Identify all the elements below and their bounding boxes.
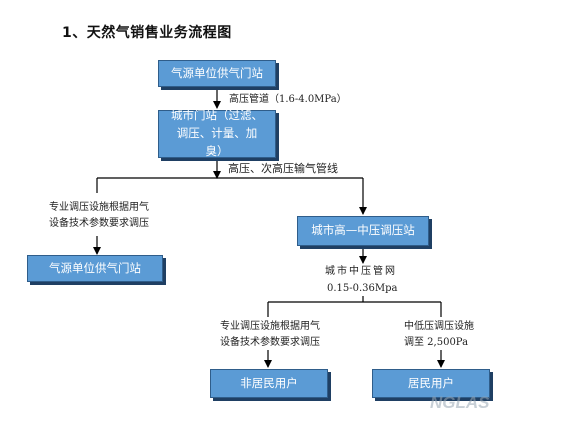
source-station-label: 气源单位供气门站 bbox=[171, 65, 263, 80]
right-note-line1: 中低压调压设施 bbox=[404, 321, 474, 332]
city-high-mid-label: 城市高—中压调压站 bbox=[311, 223, 415, 238]
mid-note-line1: 专业调压设施根据用气 bbox=[220, 321, 320, 332]
source-station-box: 气源单位供气门站 bbox=[158, 60, 276, 87]
left-note-line2: 设备技术参数要求调压 bbox=[49, 218, 149, 229]
non-residential-box: 非居民用户 bbox=[210, 369, 328, 398]
left-note-line1: 专业调压设施根据用气 bbox=[49, 202, 149, 213]
left-note: 专业调压设施根据用气 设备技术参数要求调压 bbox=[49, 200, 149, 232]
left-source-station-box: 气源单位供气门站 bbox=[27, 255, 163, 282]
page-title: 1、天然气销售业务流程图 bbox=[62, 25, 232, 41]
city-gate-label: 城市门站（过滤、调压、计量、加臭） bbox=[171, 108, 263, 158]
city-high-mid-box: 城市高—中压调压站 bbox=[297, 216, 429, 246]
mid-note: 专业调压设施根据用气 设备技术参数要求调压 bbox=[220, 319, 320, 351]
city-mid-network-label: 城市中压管网 bbox=[325, 266, 397, 277]
left-source-station-label: 气源单位供气门站 bbox=[49, 260, 141, 275]
residential-label: 居民用户 bbox=[408, 375, 454, 390]
mid-pressure-range-label: 0.15-0.36Mpa bbox=[327, 283, 398, 294]
city-gate-box: 城市门站（过滤、调压、计量、加臭） bbox=[158, 108, 276, 158]
mid-note-line2: 设备技术参数要求调压 bbox=[220, 337, 320, 348]
residential-box: 居民用户 bbox=[372, 369, 490, 398]
right-note: 中低压调压设施 调至 2,500Pa bbox=[404, 319, 474, 351]
pipeline-high-label: 高压管道（1.6-4.0MPa） bbox=[229, 94, 347, 105]
non-residential-label: 非居民用户 bbox=[240, 375, 298, 390]
high-secondary-line-label: 高压、次高压输气管线 bbox=[228, 162, 338, 175]
watermark-logo: NGLAS bbox=[430, 393, 490, 412]
right-note-line2: 调至 2,500Pa bbox=[404, 337, 469, 348]
